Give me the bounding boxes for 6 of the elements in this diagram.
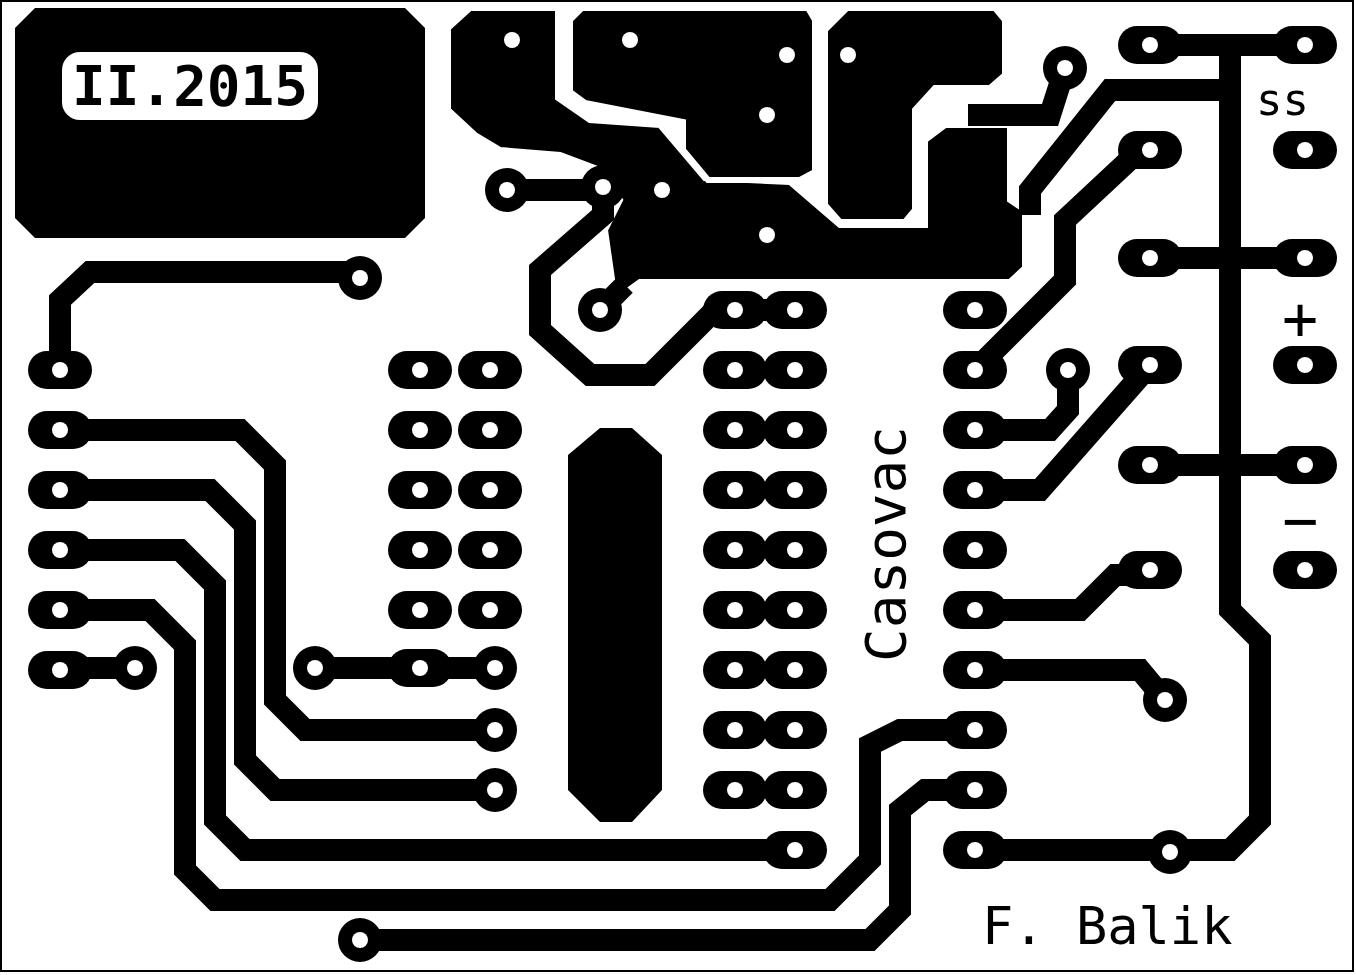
board-label: − — [1282, 490, 1319, 550]
date-label: II.2015 — [62, 52, 318, 120]
board-label: Casovac — [858, 426, 914, 662]
board-label: ss — [1256, 78, 1309, 122]
board-label: + — [1282, 288, 1319, 348]
board-label: F. Balik — [982, 900, 1233, 952]
